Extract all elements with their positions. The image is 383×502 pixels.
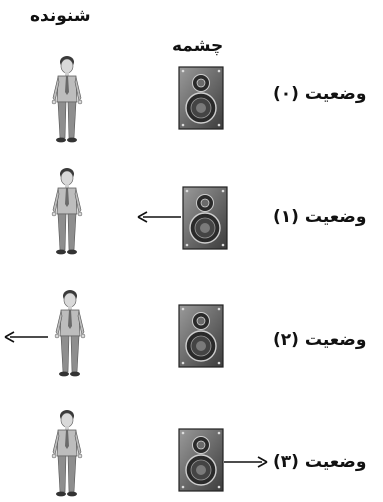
arrow-right-icon — [224, 455, 268, 469]
speaker-source-icon — [178, 428, 224, 492]
speaker-source-icon — [178, 66, 224, 130]
source-header: چشمه — [172, 36, 224, 56]
speaker-source-icon — [182, 186, 228, 250]
state-0-label: وضعیت (۰) — [273, 84, 367, 104]
speaker-source-icon — [178, 304, 224, 368]
listener-header: شنونده — [30, 6, 91, 26]
arrow-left-icon — [137, 210, 181, 224]
arrow-left-icon — [4, 330, 48, 344]
listener-person-icon — [50, 288, 90, 378]
state-3-label: وضعیت (۳) — [273, 452, 367, 472]
listener-person-icon — [47, 54, 87, 144]
listener-person-icon — [47, 408, 87, 498]
state-1-label: وضعیت (۱) — [273, 207, 367, 227]
listener-person-icon — [47, 166, 87, 256]
state-2-label: وضعیت (۲) — [273, 330, 367, 350]
